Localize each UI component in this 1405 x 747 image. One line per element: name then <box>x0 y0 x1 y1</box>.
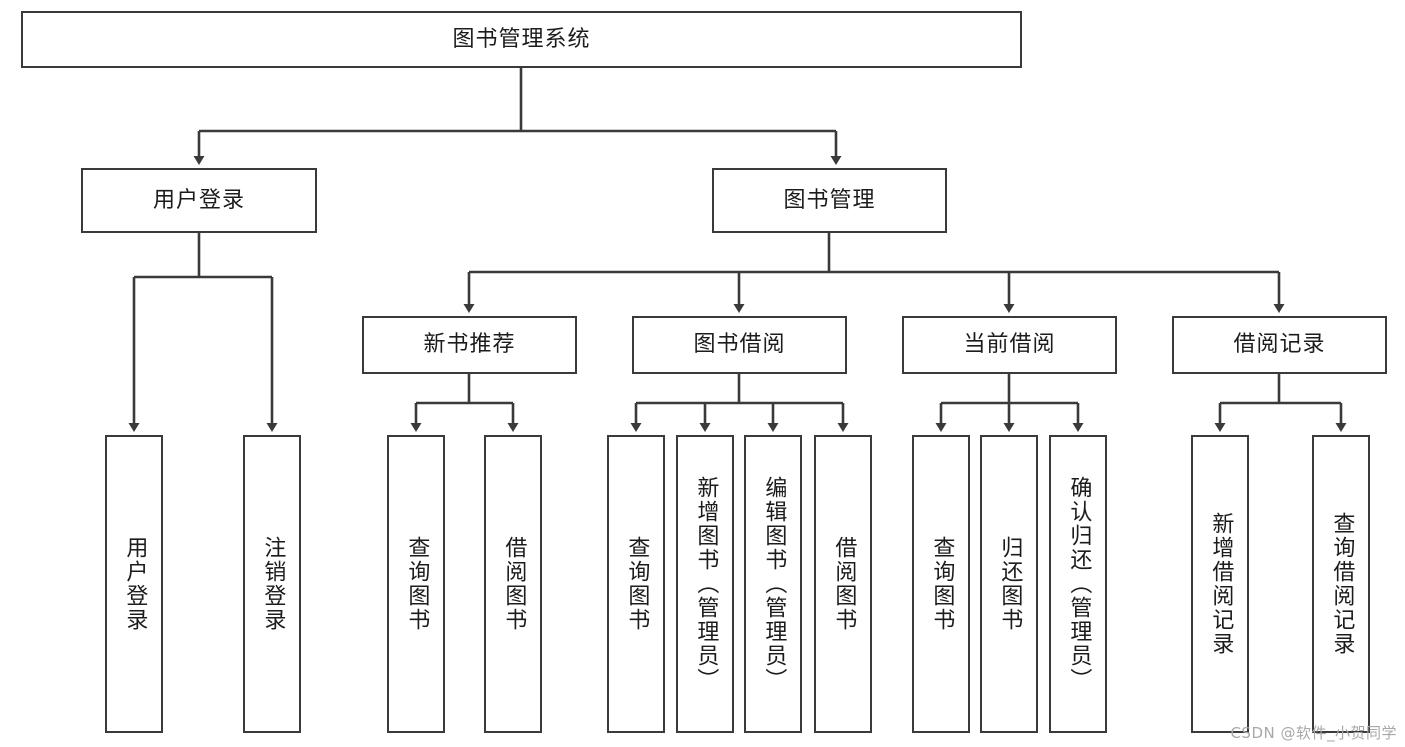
leaf-confirm-return-admin[interactable]: 确认归还（管理员） <box>1049 435 1107 733</box>
leaf-add-borrow-record[interactable]: 新增借阅记录 <box>1191 435 1249 733</box>
node-book-management[interactable]: 图书管理 <box>712 168 947 233</box>
node-label: 归还图书 <box>997 536 1023 632</box>
node-label: 当前借阅 <box>963 332 1056 358</box>
node-label: 新增图书（管理员） <box>693 476 719 692</box>
watermark: CSDN @软件_小贺同学 <box>1230 724 1397 742</box>
node-label: 查询图书 <box>404 536 430 632</box>
leaf-query-borrow-record[interactable]: 查询借阅记录 <box>1312 435 1370 733</box>
leaf-user-login[interactable]: 用户登录 <box>105 435 163 733</box>
node-label: 查询图书 <box>929 536 955 632</box>
leaf-add-book-admin[interactable]: 新增图书（管理员） <box>676 435 734 733</box>
node-label: 新书推荐 <box>423 332 516 358</box>
node-label: 用户登录 <box>122 536 148 632</box>
node-label: 编辑图书（管理员） <box>761 476 787 692</box>
node-borrow-records[interactable]: 借阅记录 <box>1172 316 1387 374</box>
leaf-borrow-book[interactable]: 借阅图书 <box>814 435 872 733</box>
leaf-query-book-current[interactable]: 查询图书 <box>912 435 970 733</box>
node-label: 新增借阅记录 <box>1208 512 1234 656</box>
node-label: 借阅图书 <box>501 536 527 632</box>
node-label: 确认归还（管理员） <box>1066 476 1092 692</box>
node-book-borrow[interactable]: 图书借阅 <box>632 316 847 374</box>
node-user-login[interactable]: 用户登录 <box>81 168 317 233</box>
node-label: 注销登录 <box>260 536 286 632</box>
leaf-return-book[interactable]: 归还图书 <box>980 435 1038 733</box>
node-current-borrow[interactable]: 当前借阅 <box>902 316 1117 374</box>
node-label: 用户登录 <box>152 187 245 213</box>
node-label: 借阅记录 <box>1233 332 1326 358</box>
leaf-borrow-book-recommend[interactable]: 借阅图书 <box>484 435 542 733</box>
node-new-book-recommend[interactable]: 新书推荐 <box>362 316 577 374</box>
node-label: 图书管理 <box>783 187 876 213</box>
leaf-query-book-recommend[interactable]: 查询图书 <box>387 435 445 733</box>
node-label: 查询图书 <box>624 536 650 632</box>
node-root-system[interactable]: 图书管理系统 <box>21 11 1022 68</box>
node-label: 图书借阅 <box>693 332 786 358</box>
node-label: 借阅图书 <box>831 536 857 632</box>
node-label: 查询借阅记录 <box>1329 512 1355 656</box>
node-label: 图书管理系统 <box>452 26 591 52</box>
leaf-query-book-borrow[interactable]: 查询图书 <box>607 435 665 733</box>
leaf-logout[interactable]: 注销登录 <box>243 435 301 733</box>
leaf-edit-book-admin[interactable]: 编辑图书（管理员） <box>744 435 802 733</box>
